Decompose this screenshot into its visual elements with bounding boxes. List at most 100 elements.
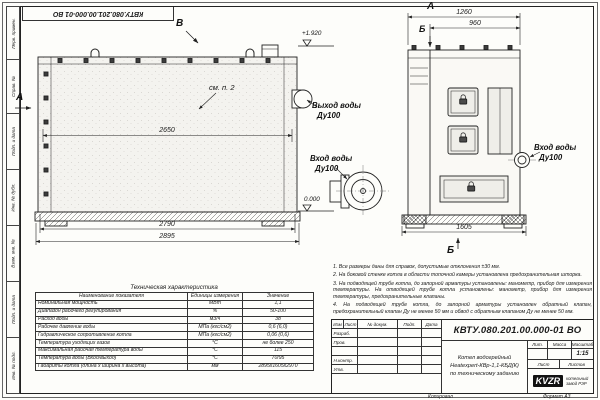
elevation-zero: 0.000 [304,195,320,203]
note-item: 2. На боковой стенке котла в области топ… [333,272,582,279]
stamp-cell: Подп. и дата [6,114,20,170]
tb-sig-cell [358,329,398,338]
tb-sig-cell [358,338,398,347]
tech-value: не более 250 [242,339,314,348]
dim-960: 960 [469,19,481,27]
stamp-cell: Справ. № [6,60,20,114]
tech-characteristics: Техническая характеристика Наименование … [35,284,314,372]
tech-value: 0,6 (6,0) [242,323,314,333]
tb-hdr-data: Дата [422,320,442,329]
dim-2650: 2650 [159,126,175,134]
tb-scale-label: Масштаб [572,342,593,349]
tech-unit: °С [187,339,243,348]
tech-unit: мм [187,362,243,372]
tb-mass-label: Масса [548,341,572,349]
tech-value: 2895х1605х2970 [242,362,314,372]
view-arrows-and-levels [15,30,541,249]
stamp-cell: Инв. № дубл. [6,170,20,226]
tech-unit: °С [187,346,243,356]
dim-2895: 2895 [159,233,175,240]
tech-param: Номинальная мощность [35,299,188,309]
tb-sig-cell [422,356,442,365]
see-note-callout: см. п. 2 [209,83,235,92]
tech-value: 0,06 (0,6) [242,331,314,341]
stamp-cell: Взам. инв. № [6,226,20,282]
tb-row-prov: Пров. [332,338,358,347]
note-item: 4. На подводящей трубе котла, до запорно… [333,302,592,315]
tb-hdr-podp: Подп. [398,320,422,329]
stamp-cell: Перв. примен. [6,6,20,60]
format-label: Формат А3 [543,394,571,400]
tb-sheets-label: Листов [560,360,593,369]
tb-bottom-left-blank [332,374,442,393]
dim-1605: 1605 [456,223,472,231]
tb-sig-cell [398,329,422,338]
outlet-label: Выход воды [312,101,361,110]
left-stamp-column: Перв. примен. Справ. № Подп. и дата Инв.… [6,6,20,394]
tb-sig-cell [358,365,398,374]
boiler-title-line3: по техническому заданию [449,370,520,377]
logo-caption-line2: завод РЭР [566,380,587,386]
notes-block: 1. Все размеры даны для справок, допусти… [333,264,592,317]
tb-hdr-dokum: № докум. [358,320,398,329]
tech-param: Температура уходящих газов [35,339,188,348]
tb-sig-cell [422,338,442,347]
doc-number-top-stamp: КВТУ.080.201.00.000-01 ВО [22,7,174,21]
tb-mass-value [548,349,572,360]
tb-row-razrab: Разраб. [332,329,358,338]
front-dimensions [35,129,300,245]
tb-logo-cell: KVZR котельный завод РЭР [528,369,593,393]
tech-param: Температура воды (Вход/выход) [35,354,188,364]
tech-param: Гидравлическое сопротивление котла [35,331,188,341]
tech-param: Диапазон рабочего регулирования [35,307,188,317]
tech-unit: % [187,307,243,317]
tech-value: 115 [242,346,314,356]
view-label-a-left: А [16,92,24,103]
note-item: 3. На подводящей трубе котла, до запорно… [333,280,592,301]
tb-hdr-list: Лист [344,320,358,329]
tb-scale-value: 1:15 [572,349,593,360]
boiler-title-line1: Котел водогрейный [457,355,512,362]
tb-row-utv: Утв. [332,365,358,374]
tech-row: Диапазон рабочего регулирования%50-100 [35,307,314,317]
logo-caption-line1: котельный [566,375,589,381]
inlet-front-label: Вход воды [310,154,353,163]
tb-hdr-izm: Изм [332,320,344,329]
tech-table-title: Техническая характеристика [130,284,218,291]
tech-row: Габариты котла (длина х ширина х высота)… [35,362,314,372]
tech-table: Наименование показателя Единицы измерени… [35,292,314,372]
tb-sig-cell [398,347,422,356]
tech-header: Наименование показателя [35,292,188,301]
tech-header: Единицы измерения [187,292,243,301]
tb-lit-label: Лит. [528,341,548,349]
boiler-title-line2: Heatexpert-КВр-1,1-КБД(К) [450,362,519,369]
tech-value: 70/95 [242,354,314,364]
copied-label: Копировал [428,394,453,400]
side-dimensions [401,13,527,236]
tech-param: Габариты котла (длина х ширина х высота) [35,362,188,372]
side-view [401,45,538,229]
tech-header: Значение [242,292,314,301]
elevation-top: +1.920 [302,30,322,37]
stamp-cell: Инв. № подл. [6,338,20,394]
tech-unit: МВт [187,299,243,309]
kvzr-logo: KVZR [532,374,564,387]
tb-sig-cell [422,329,442,338]
doc-number: КВТУ.080.201.00.000-01 ВО [453,324,582,336]
tb-sig-cell [398,338,422,347]
dim-1260: 1260 [456,8,472,16]
tech-unit: МПа (кгс/см2) [187,331,243,341]
tech-value: 38 [242,315,314,325]
tech-param: Расход воды [35,315,188,325]
tech-param: Рабочее давление воды [35,323,188,333]
tb-doc-number-cell: КВТУ.080.201.00.000-01 ВО [442,320,593,341]
inlet-side-label: Вход воды [534,143,577,152]
tb-row-blank [332,347,358,356]
